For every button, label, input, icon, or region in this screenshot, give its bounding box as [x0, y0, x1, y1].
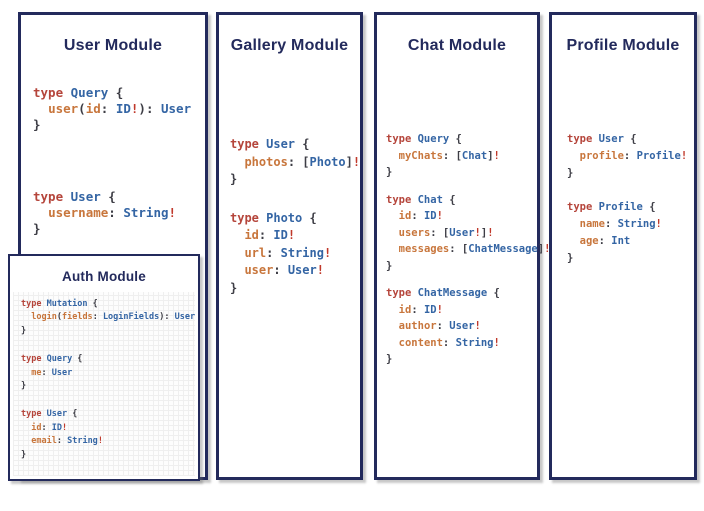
code-line: } — [33, 221, 41, 236]
code-block: type Mutation { login(fields: LoginField… — [21, 298, 195, 477]
code-line: login(fields: LoginFields): User — [31, 312, 196, 323]
code-line: url: String! — [244, 245, 332, 260]
code-line: } — [567, 167, 574, 179]
code-line: } — [33, 117, 41, 132]
code-line: } — [230, 280, 238, 295]
code-line: user: User! — [244, 263, 324, 277]
code-line: } — [386, 259, 393, 272]
code-line: user(id: ID!): User — [48, 101, 192, 116]
code-line: type Query { — [33, 85, 124, 100]
code-line: content: String! — [398, 336, 500, 349]
code-type-definition: type User { id: ID! email: String!} — [21, 408, 195, 462]
code-line: photos: [Photo]! — [244, 154, 361, 169]
code-line: type Photo { — [230, 210, 317, 225]
code-type-definition: type Mutation { login(fields: LoginField… — [21, 298, 195, 338]
code-line: me: User — [31, 367, 73, 378]
code-line: type Mutation { — [21, 299, 98, 309]
panel-title: Profile Module — [566, 37, 680, 54]
code-line: email: String! — [31, 436, 103, 447]
code-block: type User { photos: [Photo]!}type Photo … — [230, 136, 360, 318]
panel-profile-module: Profile Module type User { profile: Prof… — [549, 12, 697, 480]
code-line: type Query { — [386, 133, 462, 145]
code-line: type User { — [33, 189, 116, 204]
code-line: } — [21, 381, 27, 392]
code-line: type User { — [567, 133, 637, 145]
code-block: type User { profile: Profile!}type Profi… — [567, 131, 687, 284]
code-block: type Query { myChats: [Chat]!}type Chat … — [386, 131, 550, 379]
code-line: type Query { — [21, 354, 83, 365]
code-line: age: Int — [579, 235, 631, 247]
code-line: type User { — [21, 409, 78, 420]
grid-texture — [13, 292, 195, 476]
code-type-definition: type Query { me: User} — [21, 353, 195, 393]
code-type-definition: type Profile { name: String! age: Int} — [567, 199, 687, 267]
code-line: } — [386, 166, 393, 178]
panel-auth-module: Auth Module type Mutation { login(fields… — [8, 254, 200, 481]
code-line: users: [User!]! — [398, 226, 494, 239]
code-line: type Profile { — [567, 201, 656, 213]
panel-title: User Module — [63, 37, 163, 54]
code-line: } — [567, 252, 574, 264]
code-line: id: ID! — [244, 228, 296, 242]
code-line: myChats: [Chat]! — [398, 149, 500, 162]
code-type-definition: type User { username: String!} — [33, 189, 191, 237]
code-line: type ChatMessage { — [386, 287, 500, 299]
code-type-definition: type Photo { id: ID! url: String! user: … — [230, 210, 360, 298]
code-line: } — [21, 325, 27, 336]
panel-title: Chat Module — [407, 37, 507, 54]
code-type-definition: type User { profile: Profile!} — [567, 131, 687, 182]
panel-title: Auth Module — [62, 269, 146, 284]
code-line: author: User! — [398, 320, 481, 332]
code-line: id: ID! — [31, 422, 68, 433]
code-line: id: ID! — [398, 210, 443, 222]
code-type-definition: type Chat { id: ID! users: [User!]! mess… — [386, 192, 550, 275]
code-line: profile: Profile! — [579, 150, 688, 162]
panel-title: Gallery Module — [230, 37, 349, 54]
panel-gallery-module: Gallery Module type User { photos: [Phot… — [216, 12, 363, 480]
code-line: } — [21, 449, 27, 460]
panel-chat-module: Chat Module type Query { myChats: [Chat]… — [374, 12, 550, 480]
code-line: name: String! — [579, 218, 662, 230]
code-block: type Query { user(id: ID!): User}type Us… — [33, 85, 191, 293]
code-line: type User { — [230, 137, 310, 151]
code-type-definition: type Query { user(id: ID!): User} — [33, 85, 191, 133]
code-type-definition: type Query { myChats: [Chat]!} — [386, 131, 550, 181]
code-line: id: ID! — [398, 303, 443, 316]
code-line: type Chat { — [386, 193, 456, 206]
code-type-definition: type User { photos: [Photo]!} — [230, 136, 360, 189]
code-type-definition: type ChatMessage { id: ID! author: User!… — [386, 285, 550, 368]
code-line: messages: [ChatMessage]! — [398, 243, 551, 255]
code-line: } — [386, 353, 393, 365]
code-line: username: String! — [48, 205, 177, 220]
code-line: } — [230, 172, 238, 186]
